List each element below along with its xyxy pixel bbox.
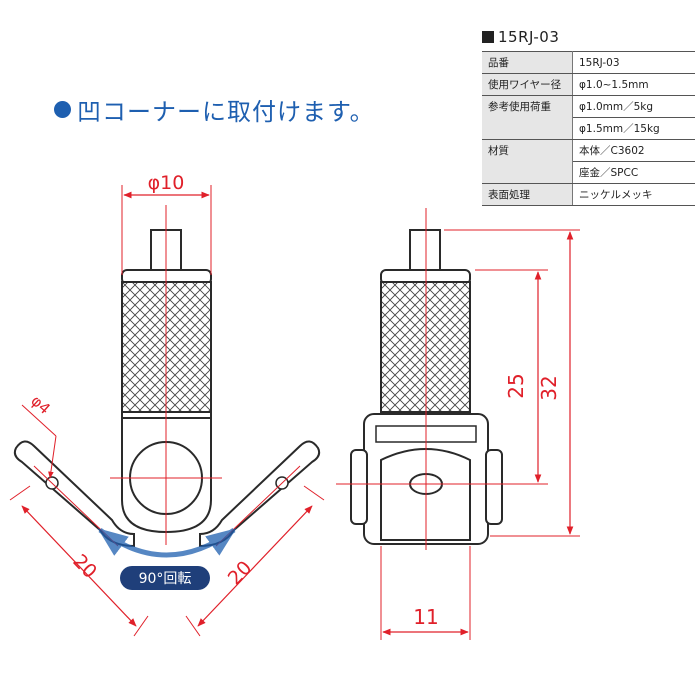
table-row: 品番 15RJ-03	[482, 51, 695, 74]
side-view: 25 32 11	[336, 208, 580, 640]
spec-value: 座金／SPCC	[572, 161, 695, 184]
table-row: 材質 本体／C3602	[482, 139, 695, 184]
spec-title: 15RJ-03	[482, 28, 559, 46]
dimension-label-arm-left: 20	[68, 550, 101, 583]
table-row: 座金／SPCC	[482, 161, 695, 184]
top-pin	[409, 229, 441, 277]
washer-left	[350, 449, 368, 525]
dimension-label-arm-right: 20	[224, 557, 257, 590]
dimension-line	[21, 505, 137, 627]
table-row: 参考使用荷重 φ1.0mm／5kg	[482, 95, 695, 140]
front-view: φ10 φ4 20 20 90°回転	[9, 172, 325, 637]
rotation-badge	[120, 566, 210, 590]
spec-title-text: 15RJ-03	[498, 28, 560, 46]
spec-key: 品番	[482, 51, 573, 74]
rotation-badge-label: 90°回転	[139, 571, 192, 587]
spec-key: 材質	[482, 139, 573, 184]
table-row: 使用ワイヤー径 φ1.0~1.5mm	[482, 73, 695, 96]
left-arm	[13, 440, 135, 548]
headline-text: 凹コーナーに取付けます。	[77, 98, 375, 126]
dimension-label-height-25: 25	[504, 373, 528, 398]
dimension-label-diameter-top: φ10	[148, 172, 185, 194]
circle-bullet-icon	[54, 101, 71, 118]
washer-right	[485, 449, 503, 525]
spec-key: 表面処理	[482, 183, 573, 206]
dimension-label-width-11: 11	[413, 605, 438, 629]
spec-table: 品番 15RJ-03 使用ワイヤー径 φ1.0~1.5mm 参考使用荷重 φ1.…	[482, 51, 695, 206]
square-bullet-icon	[482, 31, 494, 43]
dimension-line	[197, 505, 313, 627]
spec-key: 使用ワイヤー径	[482, 73, 573, 96]
spec-key: 参考使用荷重	[482, 95, 573, 140]
spec-value: ニッケルメッキ	[572, 183, 695, 206]
table-row: 表面処理 ニッケルメッキ	[482, 183, 695, 206]
spec-value: φ1.0~1.5mm	[572, 73, 695, 96]
right-arm	[199, 440, 321, 548]
rotation-arc	[97, 527, 237, 558]
dimension-label-height-32: 32	[537, 375, 561, 400]
headline: 凹コーナーに取付けます。	[54, 92, 375, 127]
